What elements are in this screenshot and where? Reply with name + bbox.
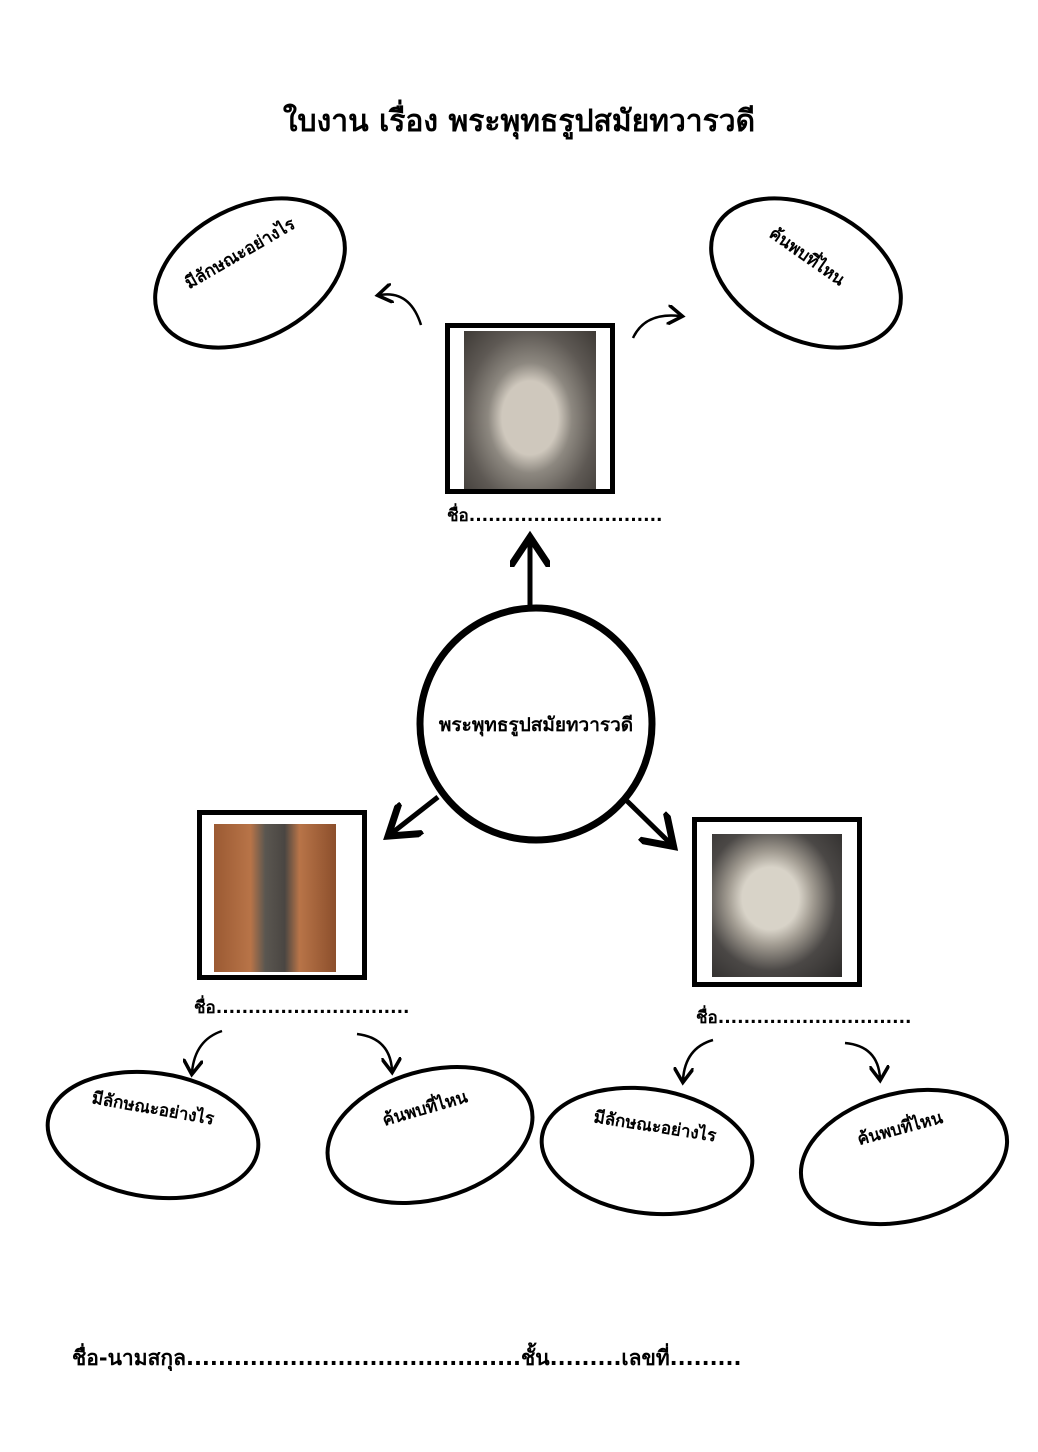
- buddha-stele-photo: [712, 834, 842, 977]
- worksheet-title: ใบงาน เรื่อง พระพุทธรูปสมัยทวารวดี: [282, 104, 756, 139]
- bubble-top-left: [153, 196, 347, 350]
- center-circle: [416, 604, 656, 844]
- standing-buddha-photo: [214, 824, 336, 972]
- photo-frame-top: [445, 323, 615, 494]
- photo-frame-right: [692, 817, 862, 987]
- right-name-label: ชื่อ..............................: [696, 1008, 912, 1028]
- bubble-left-2: [325, 1065, 535, 1205]
- buddha-relief-photo: [464, 331, 596, 489]
- photo-frame-left: [197, 810, 367, 980]
- left-name-label: ชื่อ..............................: [194, 998, 410, 1018]
- bubble-right-1: [539, 1085, 755, 1217]
- bubble-top-right: [709, 196, 903, 350]
- bubble-left-1: [45, 1069, 261, 1201]
- bubble-right-2: [798, 1087, 1010, 1227]
- center-topic: พระพุทธรูปสมัยทวารวดี: [438, 714, 634, 736]
- top-name-label: ชื่อ..............................: [447, 506, 663, 526]
- student-info-line: ชื่อ-นามสกุล............................…: [72, 1346, 742, 1370]
